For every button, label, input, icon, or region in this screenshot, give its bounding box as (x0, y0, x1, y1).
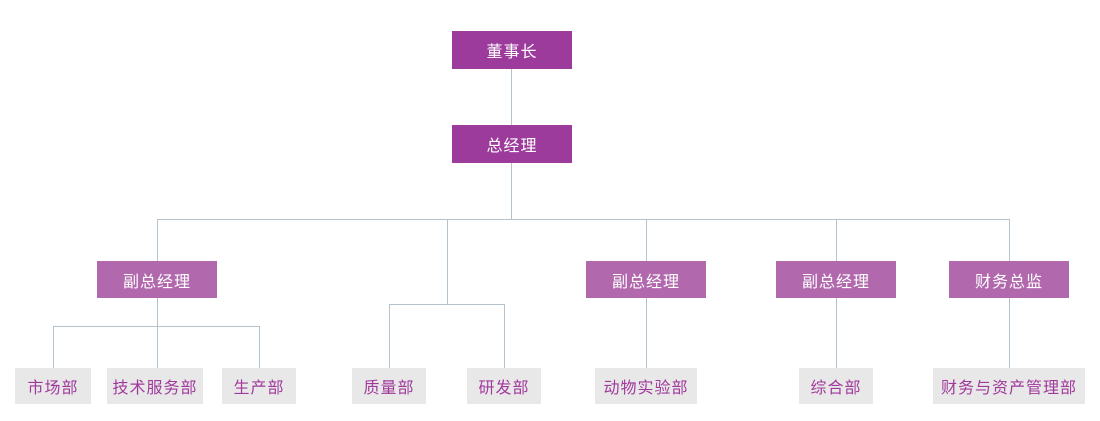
connector-main-rail (157, 219, 1009, 220)
connector-vp2-animal (646, 298, 647, 368)
node-dept-market: 市场部 (15, 368, 91, 404)
connector-subrail-rd (504, 304, 505, 368)
node-vice-gm-2: 副总经理 (586, 261, 706, 298)
connector-mid-subrail (389, 304, 504, 305)
connector-gm-mainrail (511, 163, 512, 219)
connector-cfo-finance (1009, 298, 1010, 368)
connector-subrail-market (53, 326, 54, 368)
node-dept-tech-service: 技术服务部 (107, 368, 203, 404)
node-vice-gm-1: 副总经理 (97, 261, 217, 298)
node-dept-production: 生产部 (222, 368, 296, 404)
node-chairman: 董事长 (452, 31, 572, 69)
connector-subrail-prod (259, 326, 260, 368)
connector-rail-vp1 (157, 219, 158, 261)
connector-chairman-gm (511, 69, 512, 125)
node-vice-gm-3: 副总经理 (776, 261, 896, 298)
connector-subrail-tech (157, 326, 158, 368)
connector-rail-vp2 (646, 219, 647, 261)
connector-left-subrail (53, 326, 259, 327)
node-dept-rd: 研发部 (467, 368, 541, 404)
connector-subrail-quality (389, 304, 390, 368)
node-general-manager: 总经理 (452, 125, 572, 163)
connector-vp1-subrail (157, 298, 158, 326)
node-dept-general: 综合部 (799, 368, 873, 404)
connector-rail-cfo (1009, 219, 1010, 261)
node-finance-director: 财务总监 (949, 261, 1069, 298)
connector-vp3-general (836, 298, 837, 368)
connector-rail-midgroup (447, 219, 448, 304)
node-dept-quality: 质量部 (352, 368, 426, 404)
connector-rail-vp3 (836, 219, 837, 261)
node-dept-finance-assets: 财务与资产管理部 (933, 368, 1085, 404)
node-dept-animal-lab: 动物实验部 (595, 368, 697, 404)
